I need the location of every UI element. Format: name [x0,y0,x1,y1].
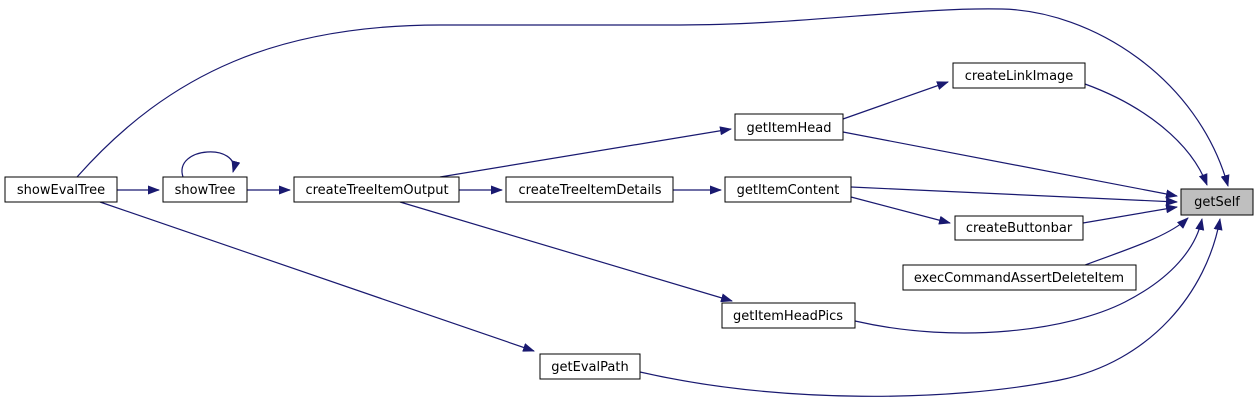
node-getitemheadpics-box[interactable] [721,302,856,329]
node-createtreeitemdetails[interactable]: createTreeItemDetails [505,176,674,203]
node-createlinkimage[interactable]: createLinkImage [952,62,1086,89]
node-getitemhead[interactable]: getItemHead [734,113,844,141]
node-createbuttonbar-label: createButtonbar [966,221,1073,236]
node-getevalpath-label: getEvalPath [551,360,628,375]
node-getself-label: getSelf [1194,195,1240,210]
edge-execcommandassertdeleteitem-getself [1084,217,1189,266]
node-getevalpath-box[interactable] [539,353,641,380]
edge-createbuttonbar-getself [1082,204,1178,224]
node-getevalpath[interactable]: getEvalPath [539,353,641,380]
node-showtree-label: showTree [175,183,236,198]
node-getitemcontent-box[interactable] [724,176,852,203]
edge-showtree-selfloop [181,151,241,178]
node-createbuttonbar-box[interactable] [954,215,1084,241]
node-showtree-box[interactable] [162,176,248,203]
node-showevaltree-label: showEvalTree [17,183,105,198]
node-showevaltree-box[interactable] [4,176,118,203]
edge-showevaltree-getself [76,8,1230,187]
node-createtreeitemoutput-label: createTreeItemOutput [305,183,448,198]
edge-createlinkimage-getself [1084,83,1208,186]
node-createtreeitemoutput-box[interactable] [293,176,460,203]
node-getitemhead-box[interactable] [734,113,844,141]
node-getself-box [1180,188,1254,216]
node-showtree[interactable]: showTree [162,176,248,203]
node-execcommandassertdeleteitem-label: execCommandAssertDeleteItem [914,271,1124,286]
node-createbuttonbar[interactable]: createButtonbar [954,215,1084,241]
edge-createtreeitemoutput-getitemhead [439,126,732,178]
node-getitemhead-label: getItemHead [747,121,832,136]
node-createtreeitemdetails-label: createTreeItemDetails [518,183,661,198]
edge-getevalpath-getself [639,218,1223,397]
node-getitemheadpics-label: getItemHeadPics [733,309,843,324]
edge-getitemcontent-getself [850,186,1178,206]
node-createlinkimage-label: createLinkImage [965,69,1074,84]
node-getself: getSelf [1180,188,1254,216]
node-showevaltree[interactable]: showEvalTree [4,176,118,203]
edge-showevaltree-getevalpath [99,201,535,352]
node-createtreeitemoutput[interactable]: createTreeItemOutput [293,176,460,203]
edge-getitemheadpics-getself [854,218,1205,334]
node-createtreeitemdetails-box[interactable] [505,176,674,203]
node-getitemheadpics[interactable]: getItemHeadPics [721,302,856,329]
edge-getitemhead-createlinkimage [842,81,949,120]
node-createlinkimage-box[interactable] [952,62,1086,89]
node-getitemcontent-label: getItemContent [737,183,840,198]
node-execcommandassertdeleteitem[interactable]: execCommandAssertDeleteItem [902,264,1137,291]
edge-createtreeitemoutput-getitemheadpics [399,201,733,303]
node-execcommandassertdeleteitem-box[interactable] [902,264,1137,291]
edge-getitemhead-getself [842,131,1178,199]
edges [76,8,1230,397]
edge-getitemcontent-createbuttonbar [850,196,951,225]
nodes: showEvalTree showTree createTreeItemOutp… [4,62,1254,380]
node-getitemcontent[interactable]: getItemContent [724,176,852,203]
